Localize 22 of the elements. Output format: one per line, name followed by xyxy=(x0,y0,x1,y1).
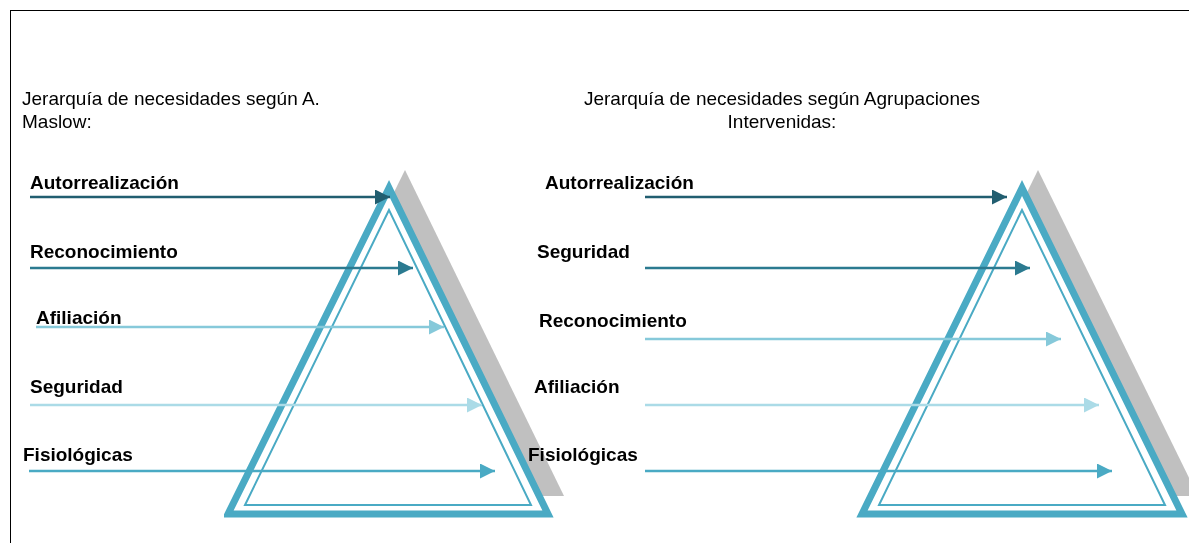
level-label: Afiliación xyxy=(36,307,122,329)
arrow xyxy=(29,463,495,479)
heading-text: Jerarquía de necesidades según Agrupaciones Intervenidas: xyxy=(582,87,982,133)
level-label: Fisiológicas xyxy=(528,444,638,466)
arrow xyxy=(30,397,482,413)
arrow xyxy=(36,319,444,335)
level-label: Seguridad xyxy=(537,241,630,263)
arrow xyxy=(645,397,1099,413)
arrow xyxy=(645,331,1061,347)
arrow xyxy=(645,189,1007,205)
arrow xyxy=(30,260,413,276)
level-label: Reconocimiento xyxy=(539,310,687,332)
level-label: Reconocimiento xyxy=(30,241,178,263)
arrow xyxy=(30,189,390,205)
heading-text: Jerarquía de necesidades según A. Maslow: xyxy=(22,87,321,133)
level-label: Afiliación xyxy=(534,376,620,398)
arrow xyxy=(645,260,1030,276)
level-label: Autorrealización xyxy=(30,172,179,194)
arrow xyxy=(645,463,1112,479)
level-label: Seguridad xyxy=(30,376,123,398)
level-label: Autorrealización xyxy=(545,172,694,194)
level-label: Fisiológicas xyxy=(23,444,133,466)
